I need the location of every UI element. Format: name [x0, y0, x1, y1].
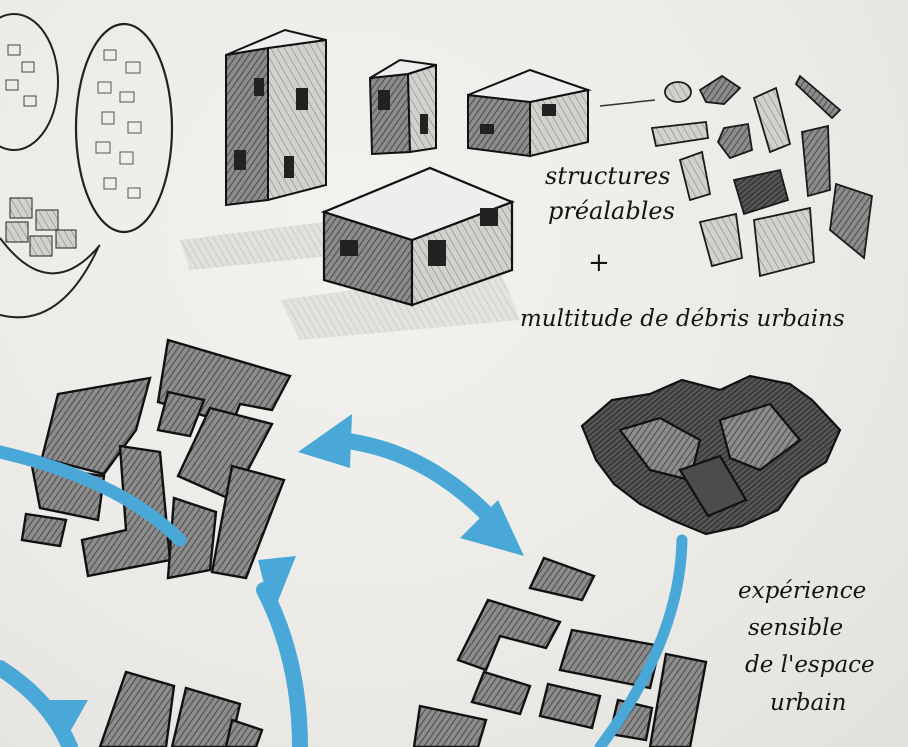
- label-experience: expérience: [738, 578, 867, 604]
- small-box-structure: [368, 58, 437, 156]
- label-prealables: préalables: [548, 197, 675, 225]
- label-structures: structures: [545, 162, 671, 190]
- crumpled-mass: [580, 374, 842, 536]
- bowl-of-cubes: [0, 197, 101, 319]
- ellipse-city-left: [0, 13, 59, 151]
- label-espace: de l'espace: [745, 652, 875, 678]
- arrowheads: [40, 414, 524, 746]
- urban-block-cluster-bottom: [412, 556, 708, 747]
- label-debris: multitude de débris urbains: [520, 306, 845, 332]
- urban-block-cluster-corner: [98, 670, 264, 747]
- label-sensible: sensible: [748, 615, 844, 641]
- ellipse-city: [74, 22, 174, 234]
- urban-debris: [650, 74, 873, 278]
- large-box-structure: [280, 166, 520, 340]
- label-urbain: urbain: [770, 690, 847, 716]
- urban-block-cluster-top: [20, 338, 292, 580]
- flat-box-structure: [467, 68, 656, 158]
- label-plus: +: [588, 248, 610, 278]
